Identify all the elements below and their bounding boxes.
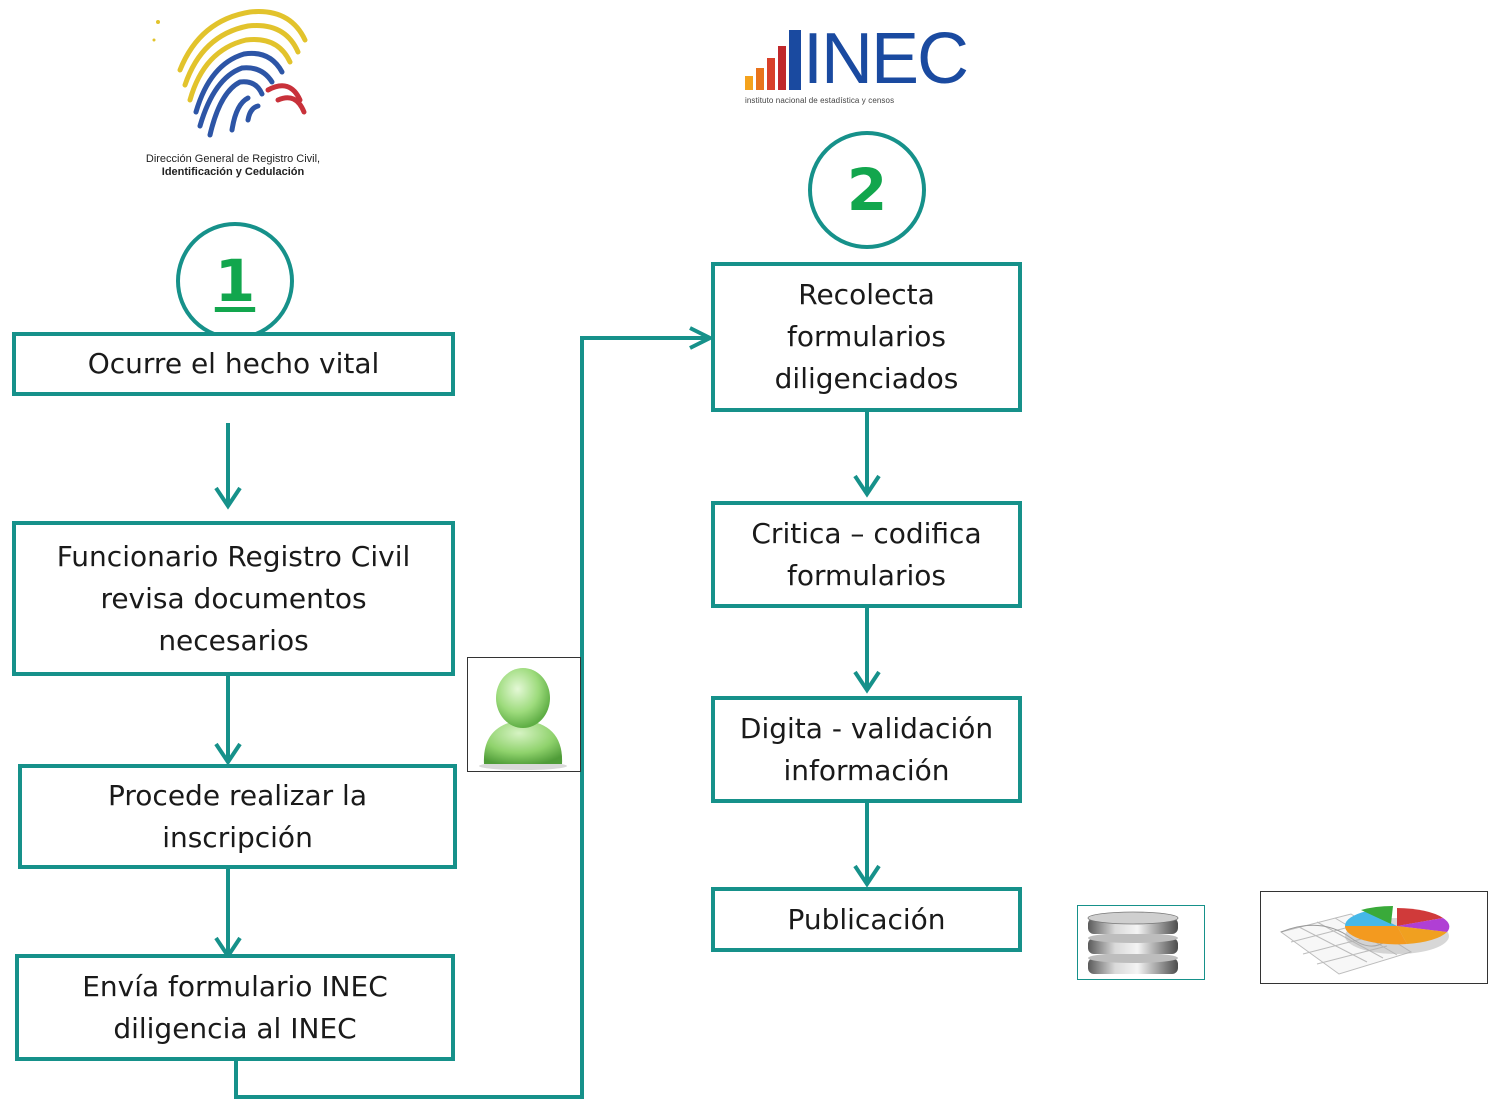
step-recolecta-formularios: Recolecta formularios diligenciados xyxy=(711,262,1022,412)
user-icon-frame xyxy=(467,657,581,772)
step-funcionario-revisa: Funcionario Registro Civil revisa docume… xyxy=(12,521,455,676)
step-envia-formulario: Envía formulario INEC diligencia al INEC xyxy=(15,954,455,1061)
fingerprint-icon xyxy=(152,9,308,138)
step-publicacion: Publicación xyxy=(711,887,1022,952)
inec-wordmark: INEC xyxy=(803,19,969,99)
phase-1-number: 1 xyxy=(176,222,294,340)
phase-2-number: 2 xyxy=(808,131,926,249)
step-digita-validacion: Digita - validación información xyxy=(711,696,1022,803)
registro-civil-logo xyxy=(140,0,330,185)
step-procede-inscripcion: Procede realizar la inscripción xyxy=(18,764,457,869)
pie-chart-icon-frame xyxy=(1260,891,1488,984)
phase-1-number-text: 1 xyxy=(214,247,256,315)
inec-subtitle: instituto nacional de estadística y cens… xyxy=(745,96,895,105)
registro-civil-caption-line2: Identificación y Cedulación xyxy=(161,166,305,178)
database-icon-frame xyxy=(1077,905,1205,980)
pie-chart-icon xyxy=(1279,906,1450,975)
database-icon xyxy=(1087,911,1179,974)
inec-logo: INEC xyxy=(745,20,985,98)
connector-phase1-to-phase2 xyxy=(234,336,706,1099)
phase-2-number-text: 2 xyxy=(846,156,888,224)
step-critica-codifica: Critica – codifica formularios xyxy=(711,501,1022,608)
inec-bars-icon xyxy=(745,30,801,90)
registro-civil-caption-line1: Dirección General de Registro Civil, xyxy=(145,153,321,165)
user-icon xyxy=(479,668,567,770)
step-ocurre-hecho-vital: Ocurre el hecho vital xyxy=(12,332,455,396)
